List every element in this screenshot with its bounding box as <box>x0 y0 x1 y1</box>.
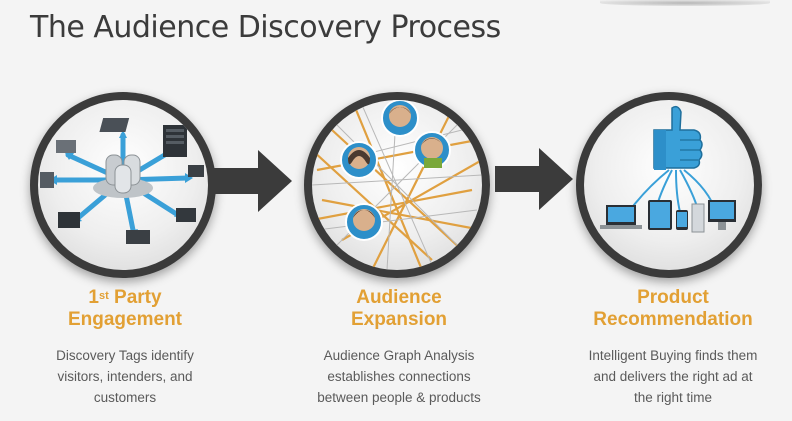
step-1-desc-line3: customers <box>93 390 157 405</box>
step-3-circle <box>576 92 762 278</box>
step-3-title: Product Recommendation <box>558 287 788 331</box>
step-2-circle <box>304 92 490 278</box>
arrow-2-icon <box>495 148 573 210</box>
step-1-description: Discovery Tags identify visitors, intend… <box>10 345 240 408</box>
step-2-title: Audience Expansion <box>284 287 514 331</box>
step-1-title: 1st Party Engagement <box>10 287 240 331</box>
step-2-desc-line3: between people & products <box>317 390 481 405</box>
step-3-desc-line3: the right time <box>633 390 713 405</box>
step-3-title-line2: Recommendation <box>593 309 753 330</box>
arrow-1-icon <box>214 150 292 212</box>
step-3-description: Intelligent Buying finds them and delive… <box>558 345 788 408</box>
step-1-title-ordinal: st <box>98 290 109 302</box>
step-2-title-line2: Expansion <box>350 309 448 330</box>
step-1-desc-line1: Discovery Tags identify <box>56 348 194 363</box>
step-1-title-rest: Party <box>108 287 162 308</box>
step-2-desc-line2: establishes connections <box>327 369 471 384</box>
step-2-title-line1: Audience <box>356 287 442 308</box>
step-3-desc-line1: Intelligent Buying finds them <box>588 348 758 363</box>
step-1-desc-line2: visitors, intenders, and <box>57 369 193 384</box>
step-2-description: Audience Graph Analysis establishes conn… <box>284 345 514 408</box>
server-network-icon <box>40 118 204 244</box>
step-3-desc-line2: and delivers the right ad at <box>593 369 753 384</box>
step-1-title-number: 1 <box>88 287 99 308</box>
step-1-title-line2: Engagement <box>67 309 183 330</box>
page-title: The Audience Discovery Process <box>30 10 501 45</box>
top-decor-shadow <box>600 0 770 6</box>
step-1-circle <box>30 92 216 278</box>
step-2-desc-line1: Audience Graph Analysis <box>323 348 475 363</box>
people-graph-icon <box>312 100 482 270</box>
step-3-title-line1: Product <box>637 287 709 308</box>
thumbs-up-devices-icon <box>600 105 736 233</box>
